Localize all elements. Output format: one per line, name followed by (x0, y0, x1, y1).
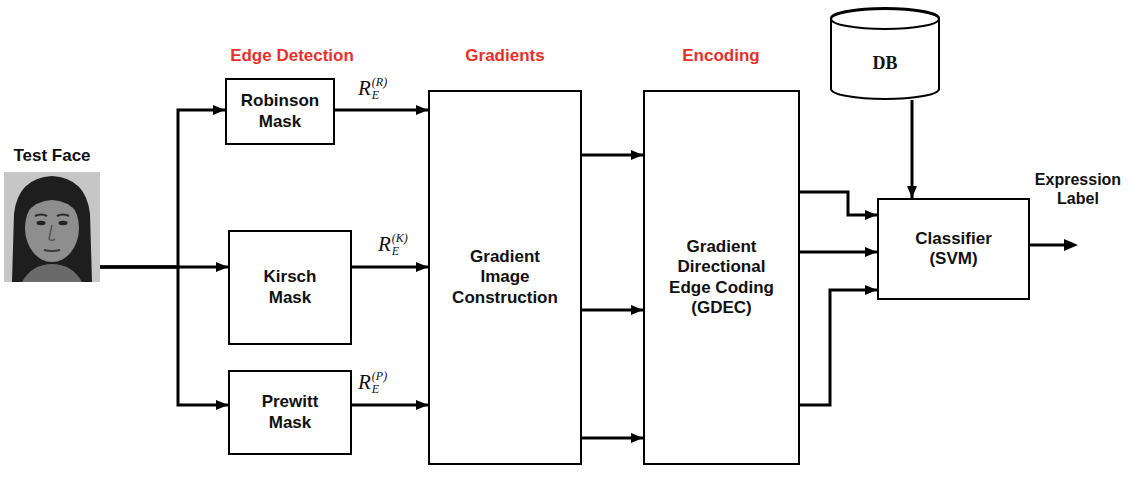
output-label: Expression Label (1031, 170, 1125, 208)
mask-box: Prewitt Mask (228, 370, 352, 455)
hairline (25, 189, 79, 214)
math-superscript: (P) (372, 370, 387, 383)
input-image: Test Face (4, 146, 100, 282)
output-arrowhead (1064, 239, 1078, 251)
math-subscript: E (372, 89, 387, 102)
hair (12, 176, 92, 282)
stage-heading: Encoding (666, 46, 776, 66)
process-box: Gradient Directional Edge Coding (GDEC) (643, 90, 800, 465)
node-text: Robinson Mask (235, 91, 325, 132)
arrow-connector (911, 100, 914, 198)
arrow-connector (800, 290, 877, 405)
math-scripts: (P)E (372, 370, 387, 395)
arrow-connector (100, 267, 228, 405)
process-box: Gradient Image Construction (428, 90, 582, 465)
mouth (44, 250, 60, 251)
node-text: Gradient Image Construction (448, 247, 563, 308)
arrow-connector (100, 110, 225, 267)
shoulders (22, 264, 82, 282)
node-text: Classifier (SVM) (899, 229, 1009, 270)
math-subscript: E (392, 245, 408, 258)
math-symbol: R(P)E (358, 370, 387, 395)
eyebrows (35, 215, 69, 217)
label-text: Encoding (682, 46, 759, 65)
arrow-connector (335, 109, 428, 112)
photo-background (4, 172, 100, 282)
node-text: DB (872, 53, 897, 75)
arrow-connector (352, 404, 428, 407)
math-base: R (378, 234, 391, 255)
math-scripts: (K)E (392, 232, 408, 257)
stage-heading: Gradients (450, 46, 560, 66)
label-text: Expression Label (1035, 171, 1121, 207)
classifier-box: Classifier (SVM) (877, 198, 1030, 300)
arrow-connector (800, 192, 877, 215)
math-subscript: E (372, 383, 387, 396)
database-cylinder: DB (830, 8, 940, 100)
eye (37, 221, 46, 225)
math-scripts: (R)E (372, 76, 387, 101)
eye (59, 221, 68, 225)
nose (49, 225, 55, 241)
node-text: Kirsch Mask (245, 267, 335, 308)
mask-box: Kirsch Mask (228, 230, 352, 345)
math-symbol: R(R)E (358, 76, 387, 101)
math-symbol: R(K)E (378, 232, 408, 257)
label-text: Gradients (465, 46, 544, 65)
math-base: R (358, 372, 371, 393)
cylinder-top (831, 9, 939, 29)
math-superscript: (R) (372, 76, 387, 89)
output-line (1030, 244, 1066, 247)
arrow-connector (582, 154, 643, 157)
cylinder-body (831, 8, 939, 99)
face-photo (4, 172, 100, 282)
node-text: Test Face (13, 146, 90, 166)
mask-box: Robinson Mask (225, 78, 335, 145)
arrow-connector (352, 266, 428, 269)
node-text: Gradient Directional Edge Coding (GDEC) (664, 237, 779, 319)
arrow-connector (582, 437, 643, 440)
output-arrow (1030, 239, 1078, 251)
math-superscript: (K) (392, 232, 408, 245)
stage-heading: Edge Detection (222, 46, 362, 66)
node-text: Prewitt Mask (245, 392, 335, 433)
arrow-connector (582, 309, 643, 312)
math-base: R (358, 78, 371, 99)
label-text: Edge Detection (230, 46, 354, 65)
arrow-connector (800, 251, 877, 254)
